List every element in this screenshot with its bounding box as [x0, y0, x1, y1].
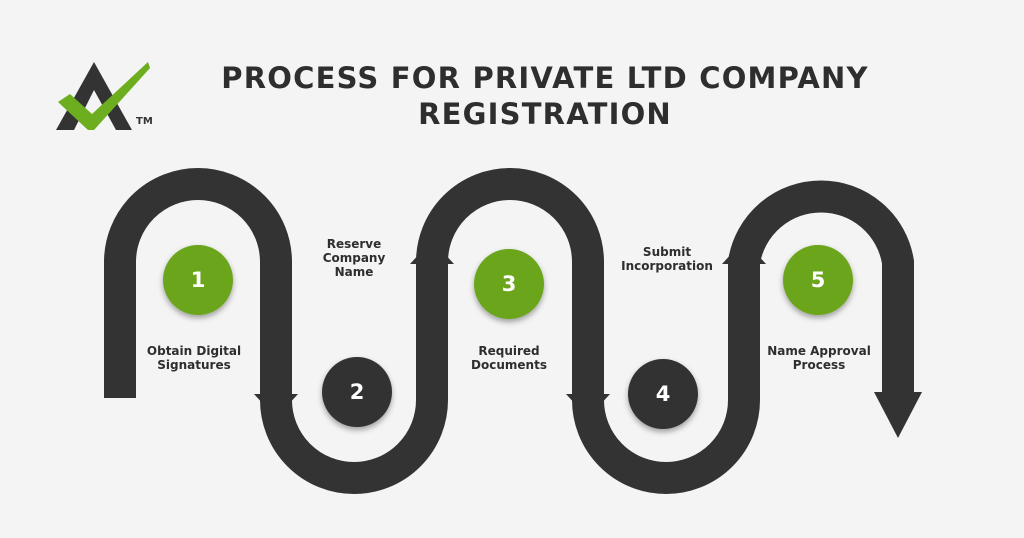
step-5-circle — [783, 245, 853, 315]
step-4-number: 4 — [655, 382, 671, 406]
step-3-number: 3 — [501, 272, 517, 296]
arrow-down-icon — [254, 394, 298, 418]
company-logo — [52, 58, 162, 138]
step-4-label: Submit Incorporation — [607, 245, 727, 273]
step-2-label-line1: Reserve — [326, 237, 382, 251]
arrow-down-icon — [566, 394, 610, 418]
step-4-label-line2: Incorporation — [621, 259, 713, 273]
step-1-circle — [163, 245, 233, 315]
step-1-number: 1 — [190, 268, 206, 292]
step-3-circle — [474, 249, 544, 319]
step-4-circle — [628, 359, 698, 429]
arrow-up-icon — [722, 240, 766, 264]
step-2-label-line3: Name — [334, 265, 374, 279]
step-5-number: 5 — [810, 268, 826, 292]
step-5-label-line2: Process — [792, 358, 846, 372]
step-3-label-line2: Documents — [471, 358, 547, 372]
step-3-label-line1: Required — [478, 344, 540, 358]
step-2-circle — [322, 357, 392, 427]
step-1-label-line1: Obtain Digital — [146, 344, 242, 358]
arrow-end-icon — [874, 392, 922, 438]
step-3-label: Required Documents — [449, 344, 569, 372]
trademark-symbol: TM — [136, 116, 153, 127]
step-2-number: 2 — [349, 380, 365, 404]
logo-checkmark-icon — [58, 62, 150, 130]
arrow-up-icon — [410, 240, 454, 264]
page-title: PROCESS FOR PRIVATE LTD COMPANY REGISTRA… — [221, 61, 869, 131]
step-5-label-line1: Name Approval — [767, 344, 871, 358]
step-2-label: Reserve Company Name — [294, 237, 414, 279]
step-2-label-line2: Company — [322, 251, 386, 265]
step-4-label-line1: Submit — [642, 245, 692, 259]
step-5-label: Name Approval Process — [759, 344, 879, 372]
serpentine-band — [104, 168, 914, 494]
step-1-label: Obtain Digital Signatures — [134, 344, 254, 372]
step-1-label-line2: Signatures — [157, 358, 231, 372]
